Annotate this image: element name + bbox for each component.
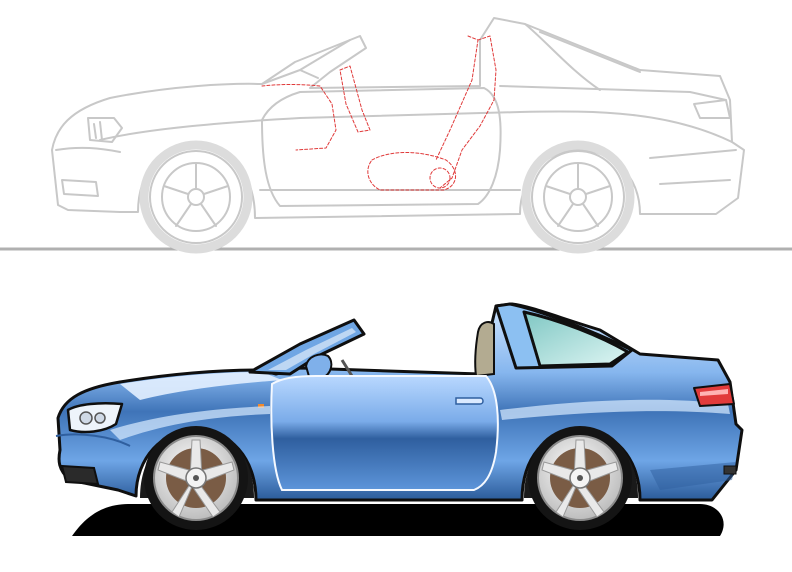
sketch-view [0,17,792,254]
sketch-windshield [261,39,351,85]
exhaust [723,465,737,475]
front-intake [60,464,100,486]
front-bumper-line [55,433,131,447]
tail-light-shine [700,389,728,396]
sketch-taillight [693,99,731,119]
hood-highlight [120,372,282,400]
color-view [55,302,744,536]
seat-headrest [474,321,495,378]
sketch-front-grille [55,146,121,197]
sketch-rear-wheel [521,140,635,254]
steering-wheel [340,359,354,377]
front-wheel [144,426,248,530]
sketch-front-wheel [139,140,253,254]
sketch-headlight [87,117,123,143]
side-highlight [110,406,270,440]
sketch-trunk-line [499,85,727,101]
windshield-glass [268,328,356,370]
rear-window [522,310,630,368]
rear-wheel [528,426,632,530]
sketch-door [261,87,502,207]
headlight-lens-2 [94,412,106,424]
sketch-rear-bumper [649,149,737,185]
sketch-body-outline [51,17,745,219]
headlight-lens [79,411,93,425]
sketch-side-line [99,110,733,143]
sketch-seat-guides [261,35,497,191]
rear-bumper [650,462,736,490]
door-handle [455,397,484,405]
windshield-frame [248,318,366,376]
side-marker [258,404,264,408]
sketch-rear-window [524,23,641,91]
car-door [270,375,499,491]
rear-quarter-highlight [500,399,730,420]
